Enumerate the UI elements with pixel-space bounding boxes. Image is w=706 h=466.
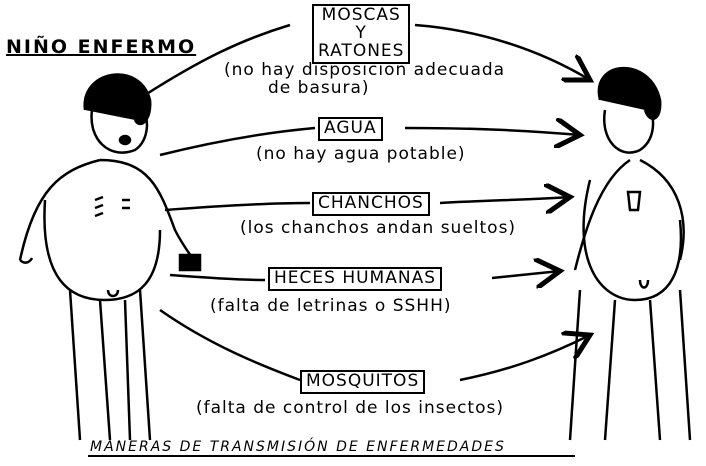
label-line: RATONES — [318, 40, 405, 61]
note-chanchos: (los chanchos andan sueltos) — [240, 218, 517, 238]
label-box-mosquitos: MOSQUITOS — [300, 370, 426, 394]
sick-child-figure — [18, 73, 202, 441]
note-moscas: (no hay disposicion adecuada — [224, 60, 506, 80]
label-box-heces: HECES HUMANAS — [268, 267, 442, 291]
label-box-agua: AGUA — [318, 117, 383, 141]
label-box-moscas-ratones: MOSCAS Y RATONES — [312, 4, 411, 64]
note-agua: (no hay agua potable) — [256, 144, 466, 164]
note-heces: (falta de letrinas o SSHH) — [210, 296, 452, 316]
note-moscas-2: de basura) — [268, 78, 370, 98]
label-line: MOSCAS — [321, 5, 401, 25]
healthy-child-figure — [568, 66, 692, 441]
label-line: Y — [355, 22, 367, 43]
title: NIÑO ENFERMO — [6, 36, 197, 58]
transmission-arrows — [144, 23, 590, 382]
label-box-chanchos: CHANCHOS — [312, 192, 430, 216]
caption: MANERAS DE TRANSMISIÓN DE ENFERMEDADES — [90, 439, 506, 455]
note-mosquitos: (falta de control de los insectos) — [196, 398, 504, 418]
